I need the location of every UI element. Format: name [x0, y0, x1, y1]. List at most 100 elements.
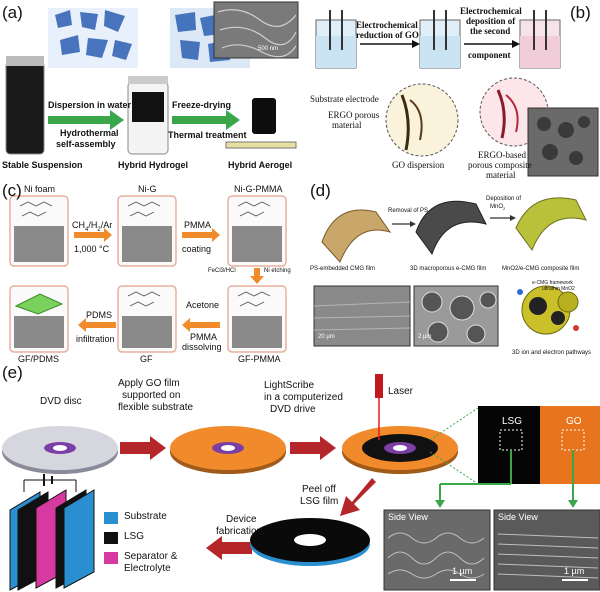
- cvd-ch: CH: [72, 220, 85, 230]
- sem-scalebar-label: 500 nm: [258, 46, 279, 52]
- pmma-coating-1: PMMA: [184, 220, 211, 230]
- arrow2-line1: Electrochemical: [460, 6, 522, 16]
- step-lightscribe-1: LightScribe: [264, 380, 315, 391]
- pdms-1: PDMS: [86, 310, 113, 320]
- step-thermal: Thermal treatment: [168, 130, 247, 140]
- step-removal-ps: Removal of PS: [388, 208, 429, 214]
- legend-substrate: Substrate: [124, 511, 167, 522]
- label-lsg-region: LSG: [502, 416, 523, 427]
- caption-ps-film: PS-embedded CMG film: [310, 266, 376, 272]
- panel-b: (b) Electrochemical reduction of GO Elec…: [302, 0, 600, 180]
- caption-hydrogel: Hybrid Hydrogel: [118, 160, 189, 170]
- sem-side-go: [493, 509, 600, 591]
- step-deposition-mno: MnO: [490, 204, 504, 210]
- beaker-1: [315, 10, 357, 69]
- legend-lsg: LSG: [124, 531, 145, 542]
- label-ergo-porous-2: material: [332, 120, 362, 130]
- beaker-3: [519, 10, 561, 69]
- legend-separator-1: Separator &: [124, 551, 178, 562]
- label-ergo-porous: ERGO porous: [328, 110, 380, 120]
- sem-scale-go: 1 µm: [564, 566, 585, 576]
- panel-a-label: (a): [2, 3, 23, 22]
- panel-d-label: (d): [310, 181, 331, 200]
- arrow-hydrothermal: [48, 110, 124, 130]
- sem-side-view-2: Side View: [498, 512, 538, 522]
- beaker-2: [419, 10, 461, 69]
- arrow1-line1: Electrochemical: [356, 20, 418, 30]
- panel-b-graphic: [315, 10, 599, 177]
- etch-reagent: FeCl3/HCl: [208, 268, 236, 274]
- pdms-2: infiltration: [76, 334, 115, 344]
- label-go-region: GO: [566, 416, 582, 427]
- legend-framework: e-CMG framework: [532, 280, 573, 286]
- sem-scale-1: 20 µm: [318, 334, 335, 340]
- caption-aerogel: Hybrid Aerogel: [228, 160, 293, 170]
- panel-c: (c) Ni foam Ni-G Ni-G-PMMA CH4/H2/Ar 1,0…: [0, 182, 302, 364]
- macroporous-film: [415, 200, 487, 256]
- panel-a-graphic: [5, 1, 299, 155]
- panel-d-graphic: [313, 197, 587, 347]
- step-peel-2: LSG film: [300, 496, 339, 507]
- arrow-lightscribe: [290, 436, 336, 460]
- step-apply-3: flexible substrate: [118, 402, 194, 413]
- panel-b-label: (b): [570, 3, 591, 22]
- step-deposition-2: MnO2: [490, 204, 506, 212]
- ion-pathway-model: [517, 285, 579, 335]
- step-self-assembly: self-assembly: [56, 139, 116, 149]
- etch-label: Ni etching: [264, 268, 291, 274]
- step-apply-2: supported on: [122, 390, 181, 401]
- step-lightscribe-2: in a computerized: [264, 392, 343, 403]
- laser-head: [375, 374, 383, 398]
- legend-swatch-lsg: [104, 532, 118, 544]
- caption-pathways: 3D ion and electron pathways: [512, 350, 592, 356]
- acetone-3: dissolving: [182, 342, 222, 352]
- panel-e-label: (e): [2, 363, 23, 382]
- supercapacitor-device: [9, 474, 95, 591]
- arrow-freeze-dry: [172, 110, 240, 130]
- label-ergo-composite-2: porous composite: [468, 160, 532, 170]
- foot-gf: GF: [140, 354, 153, 364]
- panel-a: (a) 500 nm Dispersion in water Hydrother…: [0, 0, 302, 180]
- step-lightscribe-3: DVD drive: [270, 404, 316, 415]
- legend-swatch-separator: [104, 552, 118, 564]
- step-hydrothermal: Hydrothermal: [60, 128, 119, 138]
- legend-swatch-substrate: [104, 512, 118, 524]
- foot-gf-pmma: GF-PMMA: [238, 354, 281, 364]
- step-apply-1: Apply GO film: [118, 378, 180, 389]
- pmma-coating-2: coating: [182, 244, 212, 254]
- step-freeze-drying: Freeze-drying: [172, 100, 232, 110]
- step-device-2: fabrication: [216, 526, 263, 537]
- cvd-temp: 1,000 °C: [74, 244, 110, 254]
- caption-macroporous: 3D macroporous e-CMG film: [410, 266, 487, 272]
- cvd-gas: CH4/H2/Ar: [72, 220, 113, 233]
- step-deposition-1: Deposition of: [486, 196, 522, 202]
- arrow-peel: [340, 478, 376, 516]
- head-ni-foam: Ni foam: [24, 184, 56, 194]
- legend-mno2: ultrathin MnO2: [542, 286, 575, 292]
- arrow2-line4: component: [468, 50, 511, 60]
- arrow-device: [206, 536, 252, 560]
- step-device-1: Device: [226, 514, 257, 525]
- acetone-2: PMMA: [190, 332, 217, 342]
- cvd-ar: /Ar: [100, 220, 113, 230]
- panel-c-label: (c): [2, 181, 22, 200]
- mno2-composite-film: [515, 197, 587, 252]
- caption-composite: MnO2/e-CMG composite film: [502, 266, 580, 272]
- cvd-h: /H: [88, 220, 98, 230]
- head-ni-g: Ni-G: [138, 184, 157, 194]
- vial-suspension: [5, 61, 45, 155]
- arrow2-line3: the second: [470, 26, 511, 36]
- label-go-dispersion: GO dispersion: [392, 160, 445, 170]
- aerogel-piece: [252, 98, 276, 134]
- ps-cmg-film: [321, 209, 392, 263]
- head-ni-g-pmma: Ni-G-PMMA: [234, 184, 283, 194]
- label-ergo-composite: ERGO-based: [478, 150, 526, 160]
- panel-e-graphic: [2, 374, 600, 591]
- label-ergo-composite-3: material: [486, 170, 516, 180]
- arrow1-line2: reduction of GO: [356, 30, 419, 40]
- legend-separator-2: Electrolyte: [124, 563, 171, 574]
- arrow2-line2: deposition of: [466, 16, 516, 26]
- panel-c-graphic: [9, 195, 287, 353]
- sem-scale-2: 2 µm: [418, 334, 432, 340]
